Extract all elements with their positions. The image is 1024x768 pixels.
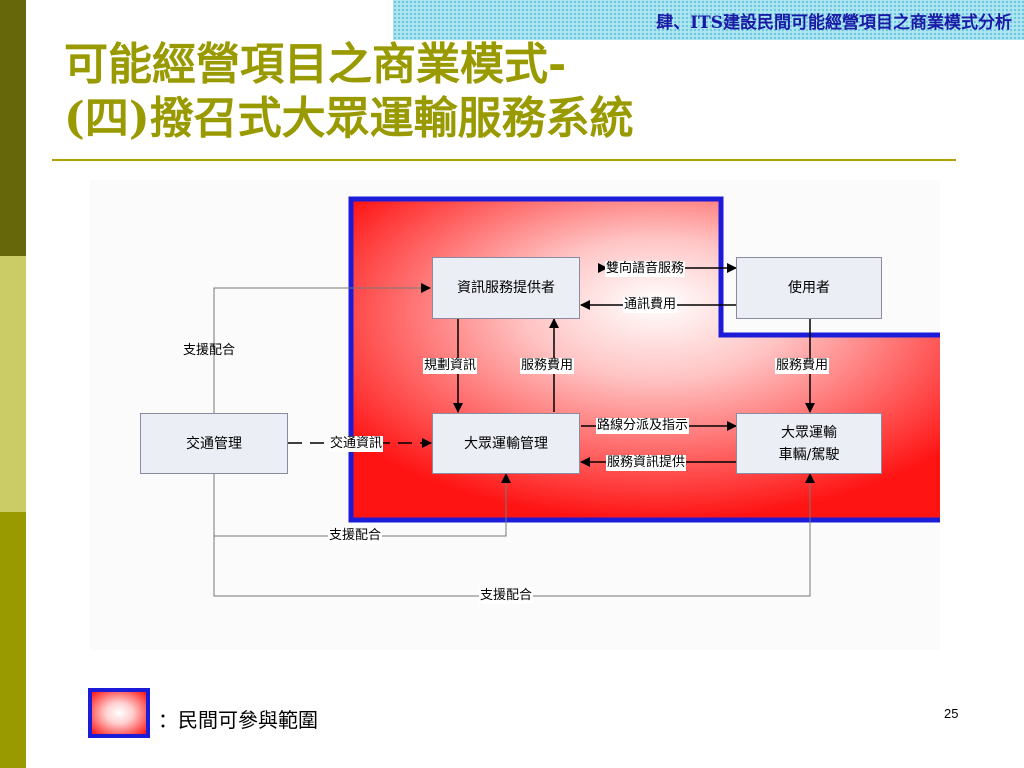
route-dispatch-label: 路線分派及指示	[596, 418, 690, 434]
comm-fee-label: 通訊費用	[623, 297, 678, 313]
legend-text: ：民間可參與範圍	[158, 708, 318, 732]
section-banner: 肆、ITS建設民間可能經營項目之商業模式分析	[393, 0, 1024, 40]
sidebar-decoration	[0, 0, 26, 768]
transit-mgmt-label: 大眾運輸管理	[464, 435, 548, 452]
vehicle-driver-label-line2: 車輛/駕駛	[778, 446, 840, 463]
user-label: 使用者	[788, 280, 830, 296]
business-model-diagram: 資訊服務提供者 使用者 大眾運輸管理 大眾運輸 車輛/駕駛 交通管理 雙向語音服…	[90, 180, 940, 650]
sidebar-block-mid	[0, 512, 26, 768]
service-fee-label-2: 服務費用	[775, 358, 830, 374]
sidebar-block-light	[0, 256, 26, 512]
support-label-3: 支援配合	[479, 588, 534, 604]
service-info-label: 服務資訊提供	[606, 455, 687, 471]
planning-info-label: 規劃資訊	[423, 358, 478, 374]
traffic-mgmt-label: 交通管理	[186, 435, 242, 452]
slide-title: 可能經營項目之商業模式- (四)撥召式大眾運輸服務系統	[64, 38, 634, 146]
vehicle-driver-label-line1: 大眾運輸	[781, 424, 837, 441]
traffic-info-label: 交通資訊	[329, 436, 384, 452]
support-info-provider-arrow	[213, 283, 431, 414]
user-box: 使用者	[736, 257, 882, 319]
service-fee-label-1: 服務費用	[520, 358, 575, 374]
support-label-1: 支援配合	[183, 343, 236, 358]
transit-mgmt-box: 大眾運輸管理	[432, 413, 580, 474]
vehicle-driver-box: 大眾運輸 車輛/駕駛	[736, 413, 882, 474]
legend-swatch	[88, 688, 150, 738]
slide-title-line2: (四)撥召式大眾運輸服務系統	[64, 93, 634, 144]
title-underline	[52, 159, 956, 161]
info-provider-box: 資訊服務提供者	[432, 257, 580, 319]
info-provider-label: 資訊服務提供者	[457, 280, 555, 296]
slide-title-line1: 可能經營項目之商業模式-	[64, 39, 567, 90]
sidebar-block-dark	[0, 0, 26, 256]
voice-service-label: 雙向語音服務	[605, 261, 686, 277]
traffic-mgmt-box: 交通管理	[140, 413, 288, 474]
page-number: 25	[944, 706, 959, 721]
section-banner-text: 肆、ITS建設民間可能經營項目之商業模式分析	[656, 13, 1012, 33]
support-label-2: 支援配合	[328, 528, 383, 544]
